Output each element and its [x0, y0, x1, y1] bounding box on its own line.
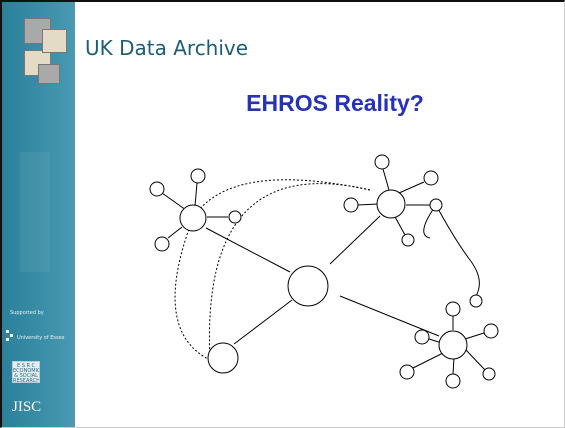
spoke [464, 332, 485, 340]
link [339, 295, 440, 337]
sidebar-shade [20, 152, 50, 272]
esrc-logo: E S R C ECONOMIC & SOCIAL RESEARCH COUNC… [12, 361, 40, 383]
leaf-node [374, 154, 390, 170]
slide-title: EHROS Reality? [246, 90, 424, 116]
leaf-node [399, 364, 415, 380]
leaf-node [445, 373, 461, 389]
jisc-logo: JISC [12, 399, 42, 415]
leaf-node [483, 323, 499, 339]
spoke [194, 182, 198, 207]
link [233, 299, 293, 345]
hub-node [376, 189, 406, 219]
sidebar: Supported by University of Essex E S R C… [2, 2, 75, 427]
leaf-node [445, 301, 461, 317]
spoke [167, 226, 183, 239]
spoke [393, 214, 406, 236]
spoke [357, 203, 379, 206]
link [329, 215, 381, 265]
curved-link [435, 204, 480, 297]
leaf-node [190, 168, 206, 184]
dotted-link [208, 183, 371, 361]
essex-logo-icon [6, 330, 14, 344]
hub-node [207, 342, 239, 374]
spoke [452, 357, 455, 375]
logo-square [38, 64, 60, 84]
dotted-link [174, 217, 211, 361]
leaf-node [228, 210, 242, 224]
leaf-node [423, 170, 439, 186]
spoke [398, 181, 425, 194]
leaf-node [343, 197, 359, 213]
hub-node [179, 204, 207, 232]
spoke [382, 168, 390, 191]
leaf-node [414, 329, 430, 345]
leaf-node [154, 236, 170, 252]
link [205, 227, 291, 273]
logo-square [42, 29, 67, 53]
supported-by-label: Supported by [10, 310, 44, 316]
header-title: UK Data Archive [85, 36, 249, 60]
leaf-node [149, 181, 165, 197]
university-label: University of Essex [17, 335, 65, 341]
central-node [287, 265, 329, 307]
dotted-link [192, 179, 371, 219]
leaf-node [482, 367, 496, 381]
leaf-node [429, 198, 443, 212]
leaf-node [401, 233, 415, 247]
leaf-node [469, 294, 483, 308]
spoke [161, 192, 187, 211]
hub-node [438, 330, 468, 360]
spoke [465, 349, 486, 371]
spoke [412, 352, 444, 369]
